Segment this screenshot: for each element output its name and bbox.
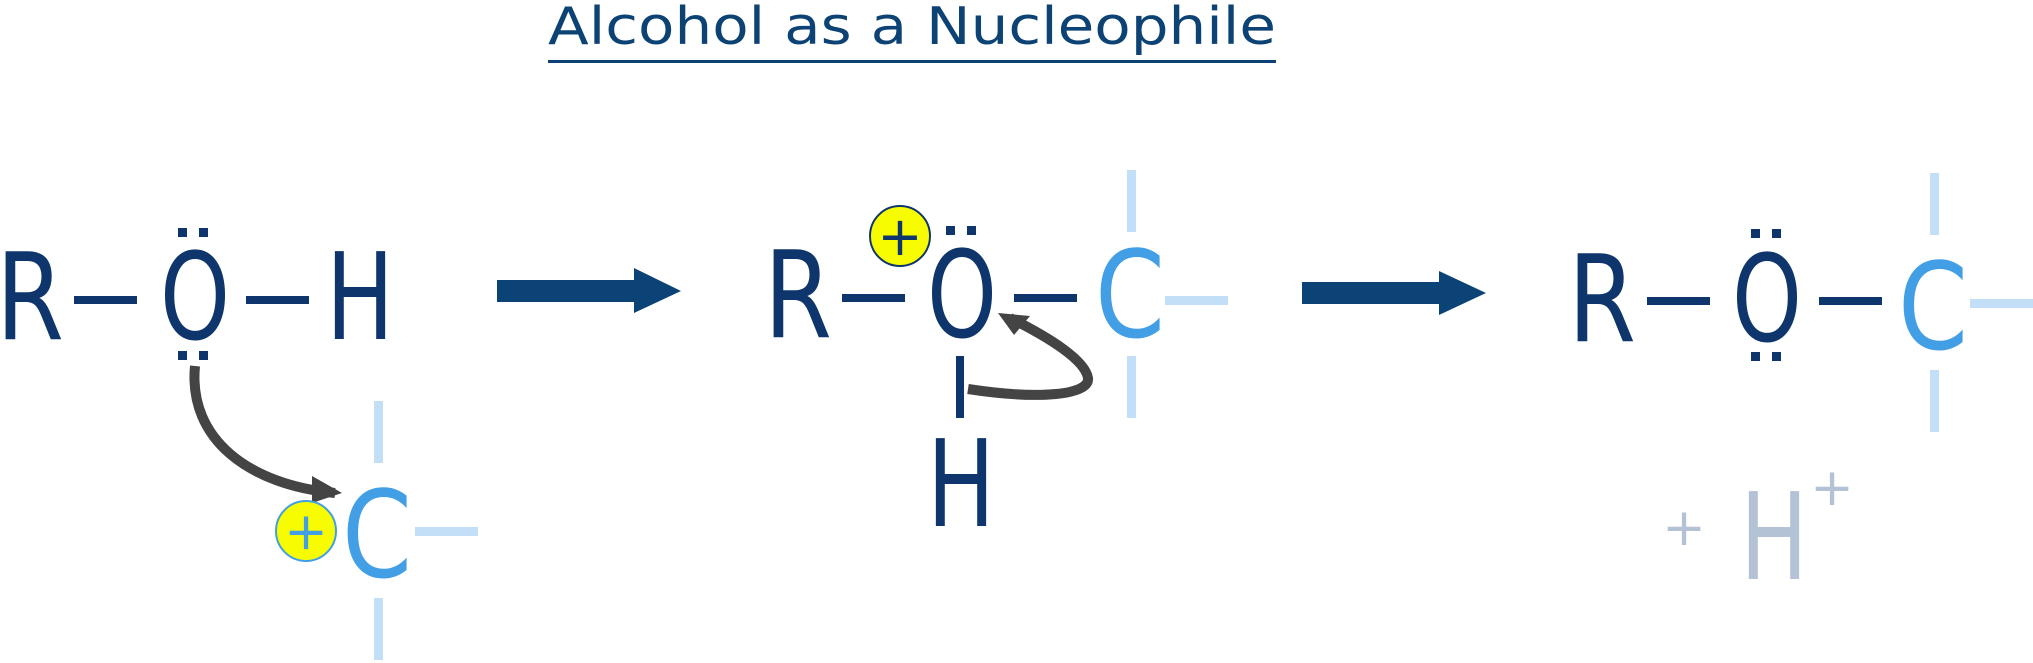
step1-carbocation: C + <box>275 401 478 660</box>
lone-pair-top <box>946 226 976 235</box>
atom-c: C <box>342 467 412 606</box>
carbon-bond-right <box>1165 296 1228 305</box>
atom-o: O <box>927 227 997 366</box>
carbon-bond-up <box>1930 173 1939 235</box>
curly-arrow-deprotonation-head <box>998 313 1030 335</box>
lone-pair-top <box>1751 229 1781 238</box>
bond-r-o <box>842 294 905 302</box>
atom-h: H <box>326 229 394 368</box>
proton-byproduct: + H + <box>1662 458 1854 608</box>
atom-o: O <box>160 229 230 368</box>
bond-r-o <box>74 296 137 304</box>
lone-pair-bottom <box>1751 352 1781 361</box>
lone-pair-bottom <box>178 351 208 360</box>
plus-sign: + <box>1662 498 1706 558</box>
carbon-bond-up <box>1127 170 1136 232</box>
curly-arrow-deprotonation <box>967 313 1093 400</box>
reaction-arrow-1 <box>497 268 681 313</box>
atom-o: O <box>1732 231 1802 370</box>
carbon-bond-right <box>1970 299 2033 308</box>
plus-icon: + <box>877 205 922 268</box>
bond-r-o <box>1647 297 1710 305</box>
step2-oxonium: R O + C H <box>764 170 1228 555</box>
title-text: Alcohol as a Nucleophile <box>548 0 1276 57</box>
carbon-bond-down <box>374 598 383 660</box>
bond-o-h <box>956 356 964 418</box>
carbon-bond-down <box>1930 370 1939 432</box>
reaction-arrow-2 <box>1302 271 1486 315</box>
bond-o-c <box>1014 294 1077 302</box>
title: Alcohol as a Nucleophile <box>548 0 1276 63</box>
title-underline <box>548 60 1276 63</box>
atom-r: R <box>1568 231 1636 370</box>
atom-r: R <box>0 229 64 368</box>
charge-superscript: + <box>1810 458 1854 518</box>
carbon-bond-up <box>374 401 383 463</box>
bond-o-h <box>246 296 309 304</box>
step1-alcohol: R O H <box>0 228 394 368</box>
carbon-bond-right <box>415 527 478 536</box>
step3-ether: R O C <box>1568 173 2033 432</box>
lone-pair-top <box>178 228 208 237</box>
atom-h: H <box>927 416 995 555</box>
curly-arrow-attack-head <box>312 476 342 503</box>
carbon-bond-down <box>1127 356 1136 418</box>
atom-r: R <box>764 227 832 366</box>
bond-o-c <box>1819 297 1882 305</box>
atom-c: C <box>1898 239 1968 378</box>
atom-c: C <box>1095 227 1165 366</box>
atom-h: H <box>1740 469 1808 608</box>
plus-icon: + <box>284 502 328 562</box>
positive-charge-badge: + <box>869 205 931 268</box>
positive-charge-badge: + <box>275 500 337 562</box>
curly-arrow-attack <box>189 365 336 498</box>
